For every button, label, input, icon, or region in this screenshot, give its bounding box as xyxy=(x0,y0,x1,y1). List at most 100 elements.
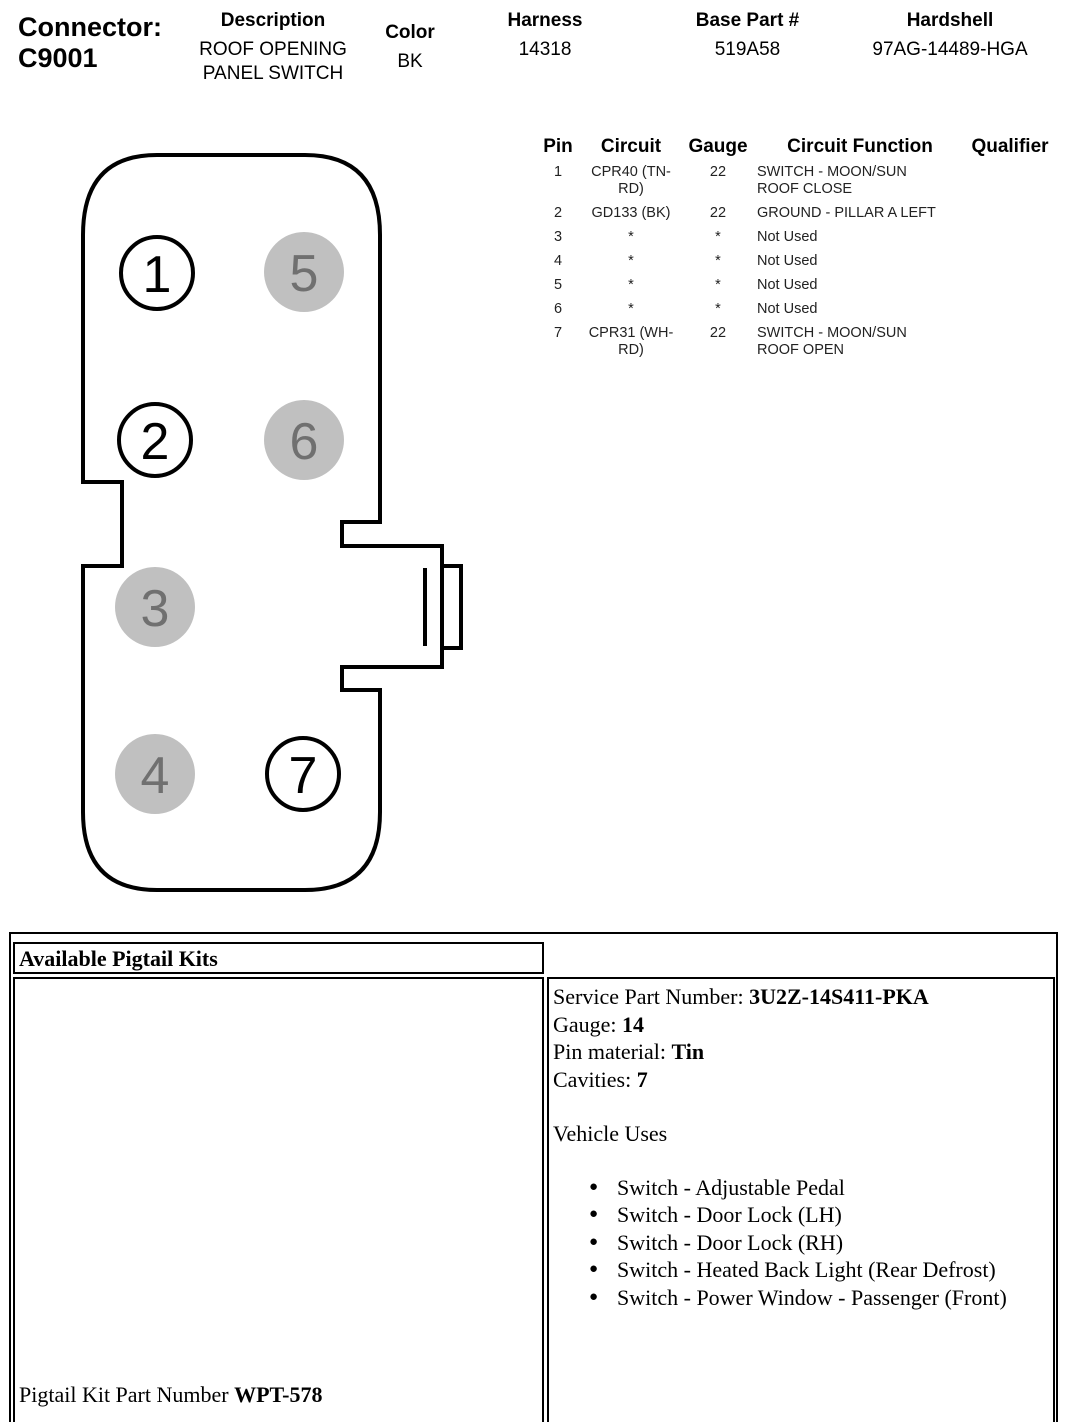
pin-cavity-7: 7 xyxy=(265,736,341,812)
pin-cavity-4: 4 xyxy=(115,734,195,814)
header-description: Description ROOF OPENING PANEL SWITCH xyxy=(183,9,363,86)
pin-number-cell-line: 1 xyxy=(553,164,563,180)
circuit-cell: * xyxy=(586,277,676,294)
service-part-number: Service Part Number: 3U2Z-14S411-PKA xyxy=(553,983,1007,1011)
pin-circle xyxy=(264,232,344,312)
header-qualifier: Qualifier xyxy=(971,136,1049,157)
pin-circle xyxy=(115,567,195,647)
header-gauge: Gauge xyxy=(688,136,748,157)
pin-circle xyxy=(119,235,195,311)
pin-circle xyxy=(264,400,344,480)
connector-latch-tab xyxy=(440,564,463,650)
pin-material-label: Pin material: xyxy=(553,1039,672,1064)
vehicle-use-item: Switch - Door Lock (LH) xyxy=(589,1201,1007,1229)
circuit-function-cell-line: SWITCH - MOON/SUN xyxy=(757,325,907,341)
circuit-cell: GD133 (BK) xyxy=(586,205,676,222)
pin-number-cell: 2 xyxy=(530,205,586,222)
gauge-cell-line: * xyxy=(715,253,721,269)
header-color-value: BK xyxy=(397,51,423,72)
header-base-part-label: Base Part # xyxy=(695,10,800,31)
circuit-function-cell-line: Not Used xyxy=(757,253,818,269)
pin-number-label: 5 xyxy=(290,245,319,303)
pin-cavity-1: 1 xyxy=(119,235,195,311)
pin-number-cell-line: 5 xyxy=(553,277,563,293)
pin-number-label: 2 xyxy=(141,413,170,471)
pin-table-header: Pin Circuit Gauge Circuit Function Quali… xyxy=(530,135,1060,161)
header-circuit-function: Circuit Function xyxy=(787,136,933,157)
gauge-spec: Gauge: 14 xyxy=(553,1011,1007,1039)
header-pin: Pin xyxy=(543,136,573,157)
header-harness: Harness 14318 xyxy=(485,9,605,62)
pin-number-label: 4 xyxy=(141,747,170,805)
pin-circle xyxy=(115,734,195,814)
header-description-value-2: PANEL SWITCH xyxy=(202,63,344,84)
pin-cavity-5: 5 xyxy=(264,232,344,312)
circuit-function-cell-line: SWITCH - MOON/SUN xyxy=(757,164,907,180)
gauge-cell-line: 22 xyxy=(709,325,727,341)
circuit-function-cell: Not Used xyxy=(757,301,967,318)
gauge-label: Gauge: xyxy=(553,1011,623,1037)
circuit-function-cell-line: ROOF OPEN xyxy=(757,342,845,358)
pin-number-cell: 7 xyxy=(530,325,586,342)
circuit-function-cell-line: Not Used xyxy=(757,277,818,293)
pigtail-title: Available Pigtail Kits xyxy=(13,942,544,974)
connector-housing-outline xyxy=(81,153,444,892)
circuit-cell: CPR40 (TN-RD) xyxy=(586,164,676,198)
vehicle-use-item: Switch - Adjustable Pedal xyxy=(589,1174,1007,1202)
gauge-cell: * xyxy=(680,229,756,246)
header-description-label: Description xyxy=(220,10,326,31)
pin-number-cell-line: 6 xyxy=(553,301,563,317)
cavities-value: 7 xyxy=(636,1066,648,1092)
circuit-cell-line: CPR40 (TN- xyxy=(591,164,671,180)
pin-number-cell: 6 xyxy=(530,301,586,318)
vehicle-use-item: Switch - Heated Back Light (Rear Defrost… xyxy=(589,1256,1007,1284)
pin-number-cell-line: 2 xyxy=(553,205,563,221)
pin-table: Pin Circuit Gauge Circuit Function Quali… xyxy=(530,135,1060,366)
pin-material-spec: Pin material: Tin xyxy=(553,1038,1007,1066)
pin-number-cell: 1 xyxy=(530,164,586,181)
gauge-cell-line: 22 xyxy=(709,164,727,180)
pigtail-section xyxy=(9,932,1058,1422)
circuit-function-cell-line: Not Used xyxy=(757,301,818,317)
circuit-cell: * xyxy=(586,229,676,246)
pin-number-label: 1 xyxy=(143,246,172,304)
connector-id: C9001 xyxy=(18,43,98,73)
vehicle-uses-heading: Vehicle Uses xyxy=(553,1121,668,1146)
circuit-function-cell: Not Used xyxy=(757,277,967,294)
circuit-function-cell: Not Used xyxy=(757,253,967,270)
header-color-label: Color xyxy=(385,22,435,43)
pigtail-image-panel: Pigtail Kit Part Number WPT-578 xyxy=(13,977,544,1422)
pin-cavity-2: 2 xyxy=(117,402,193,478)
gauge-cell-line: * xyxy=(715,277,721,293)
pin-cavity-6: 6 xyxy=(264,400,344,480)
kit-number: WPT-578 xyxy=(234,1381,323,1407)
vehicle-use-item: Switch - Door Lock (RH) xyxy=(589,1229,1007,1257)
pigtail-specs: Service Part Number: 3U2Z-14S411-PKA Gau… xyxy=(553,983,1007,1311)
pin-number-label: 3 xyxy=(141,580,170,638)
pigtail-details-panel: Service Part Number: 3U2Z-14S411-PKA Gau… xyxy=(547,977,1055,1422)
gauge-cell: 22 xyxy=(680,325,756,342)
cavities-spec: Cavities: 7 xyxy=(553,1066,1007,1094)
header-hardshell: Hardshell 97AG-14489-HGA xyxy=(855,9,1045,62)
header-base-part: Base Part # 519A58 xyxy=(670,9,825,62)
circuit-cell-line: * xyxy=(628,301,634,317)
circuit-cell-line: CPR31 (WH- xyxy=(588,325,674,341)
cavities-label: Cavities: xyxy=(553,1066,637,1092)
circuit-cell: * xyxy=(586,253,676,270)
pin-cavity-3: 3 xyxy=(115,567,195,647)
circuit-cell-line: * xyxy=(628,253,634,269)
header-description-value-1: ROOF OPENING xyxy=(199,39,347,60)
connector-pins: 1 2 3 4 5 6 7 xyxy=(115,232,344,814)
circuit-cell-line: RD) xyxy=(618,342,644,358)
header-circuit: Circuit xyxy=(600,136,662,157)
gauge-cell-line: * xyxy=(715,229,721,245)
header-harness-label: Harness xyxy=(507,10,583,31)
gauge-cell: * xyxy=(680,301,756,318)
pin-circle xyxy=(265,736,341,812)
connector-heading: Connector: C9001 xyxy=(18,12,162,74)
circuit-cell-line: * xyxy=(628,277,634,293)
service-part-label: Service Part Number: xyxy=(553,984,750,1009)
